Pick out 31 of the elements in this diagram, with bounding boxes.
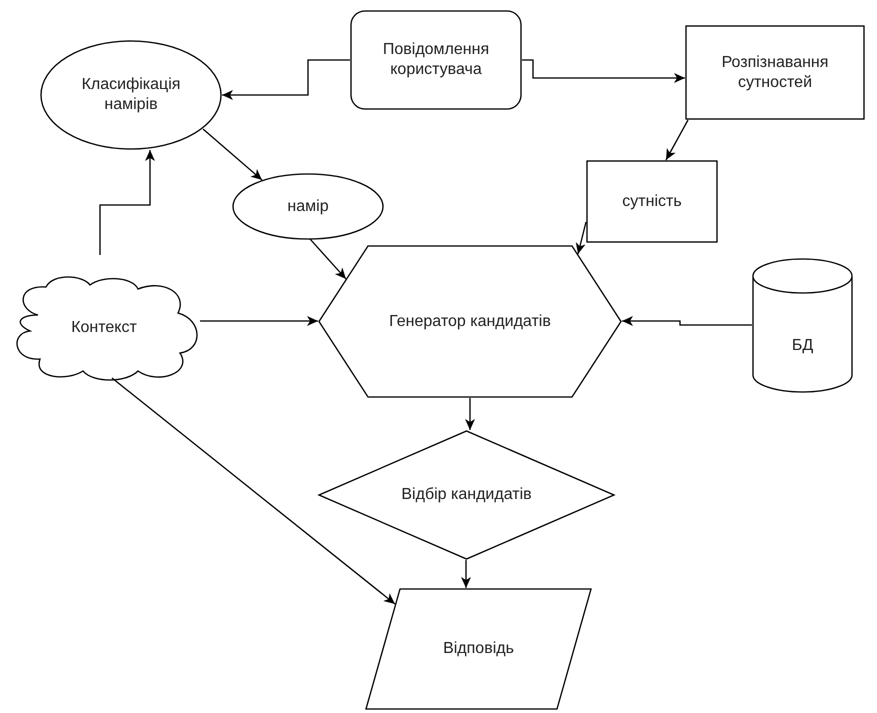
arrow [522, 59, 685, 83]
arrow [576, 222, 587, 254]
arrow [222, 59, 350, 100]
arrow [465, 398, 475, 430]
arrow [99, 150, 155, 255]
hexagon-node [318, 245, 622, 398]
decision-diamond [318, 430, 615, 560]
node-label: Відбір кандидатів [401, 485, 532, 505]
ellipse-node [40, 40, 222, 150]
node-label: Контекст [71, 318, 137, 338]
process-box [685, 25, 865, 120]
database-cylinder [752, 258, 853, 393]
arrow [112, 378, 396, 604]
output-parallelogram [365, 588, 592, 710]
node-label: Класифікація намірів [80, 75, 182, 115]
ellipse-node [232, 173, 384, 240]
arrow [202, 128, 262, 180]
process-box [586, 160, 718, 243]
node-label: сутність [622, 192, 682, 212]
node-label: намір [287, 196, 329, 216]
rounded-box [350, 10, 522, 110]
node-label: Відповідь [443, 639, 514, 659]
node-label: Повідомлення користувача [382, 40, 490, 80]
node-label: Розпізнавання сутностей [720, 52, 830, 92]
arrow [310, 238, 346, 280]
arrow [622, 316, 752, 326]
node-label: Генератор кандидатів [389, 312, 551, 332]
arrow [200, 316, 318, 326]
arrow [665, 120, 689, 160]
arrow [461, 560, 471, 588]
node-label: БД [792, 336, 814, 356]
